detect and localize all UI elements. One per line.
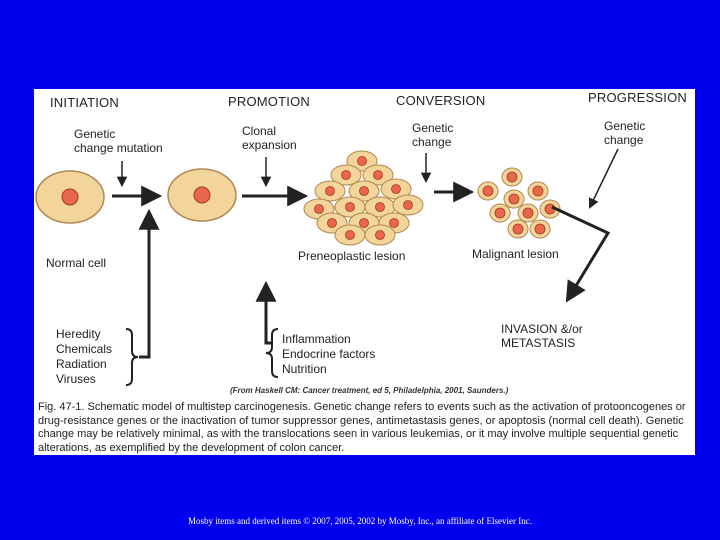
figure-panel: INITIATION PROMOTION CONVERSION PROGRESS…: [34, 89, 695, 455]
copyright-footer: Mosby items and derived items © 2007, 20…: [187, 516, 533, 526]
promotion-factor: Endocrine factors: [282, 347, 376, 361]
cell-nucleus: [482, 185, 494, 197]
arrow-progression: [551, 205, 611, 303]
cell-nucleus: [534, 223, 546, 235]
cell-nucleus: [389, 218, 399, 228]
arrow-initiation-factors: [138, 208, 160, 359]
label-malignant-lesion: Malignant lesion: [472, 247, 559, 261]
promotion-factor: Nutrition: [282, 362, 327, 376]
label-genetic-change-2: Genetic change: [604, 119, 646, 147]
cell-nucleus: [345, 230, 355, 240]
label-genetic-change-mutation: Genetic change mutation: [74, 127, 163, 155]
brace-promotion-factors: [265, 328, 279, 378]
cell-nucleus: [403, 200, 413, 210]
stage-promotion: PROMOTION: [228, 94, 310, 109]
stage-conversion: CONVERSION: [396, 93, 486, 108]
initiation-factor: Chemicals: [56, 342, 113, 356]
figure-caption: Fig. 47-1. Schematic model of multistep …: [38, 401, 686, 454]
normal-cell-1: [35, 170, 105, 224]
cell-nucleus: [391, 184, 401, 194]
cell-nucleus: [506, 171, 518, 183]
malignant-cluster: [477, 167, 561, 239]
cell-nucleus: [359, 218, 369, 228]
cell-nucleus: [359, 186, 369, 196]
arrow-promotion-factors: [255, 280, 277, 345]
preneoplastic-cluster: [303, 150, 424, 246]
promotion-factor: Inflammation: [282, 332, 351, 346]
cell-nucleus: [532, 185, 544, 197]
cell-nucleus: [327, 218, 337, 228]
arrow-genetic-change-2: [588, 148, 619, 209]
cell-nucleus: [494, 207, 506, 219]
cell-nucleus: [341, 170, 351, 180]
cell-nucleus: [325, 186, 335, 196]
cell-nucleus: [314, 204, 324, 214]
initiation-factor: Viruses: [56, 372, 96, 386]
cell-nucleus: [512, 223, 524, 235]
cell-nucleus: [373, 170, 383, 180]
cell-nucleus: [522, 207, 534, 219]
cell-nucleus: [375, 202, 385, 212]
cell-nucleus: [357, 156, 367, 166]
label-invasion-metastasis: INVASION &/or METASTASIS: [501, 322, 583, 350]
cell-nucleus: [508, 193, 520, 205]
normal-cell-2: [167, 168, 237, 222]
initiation-factor: Heredity: [56, 327, 101, 341]
stage-initiation: INITIATION: [50, 95, 119, 110]
initiation-factor: Radiation: [56, 357, 107, 371]
stage-progression: PROGRESSION: [588, 90, 687, 105]
label-preneoplastic-lesion: Preneoplastic lesion: [298, 249, 406, 263]
label-genetic-change-1: Genetic change: [412, 121, 454, 149]
cell-nucleus: [345, 202, 355, 212]
cell-nucleus: [375, 230, 385, 240]
label-clonal-expansion: Clonal expansion: [242, 124, 297, 152]
figure-credit: (From Haskell CM: Cancer treatment, ed 5…: [230, 386, 509, 395]
carcinogenesis-diagram: [35, 148, 619, 386]
brace-initiation-factors: [125, 328, 139, 386]
label-normal-cell: Normal cell: [46, 256, 107, 270]
